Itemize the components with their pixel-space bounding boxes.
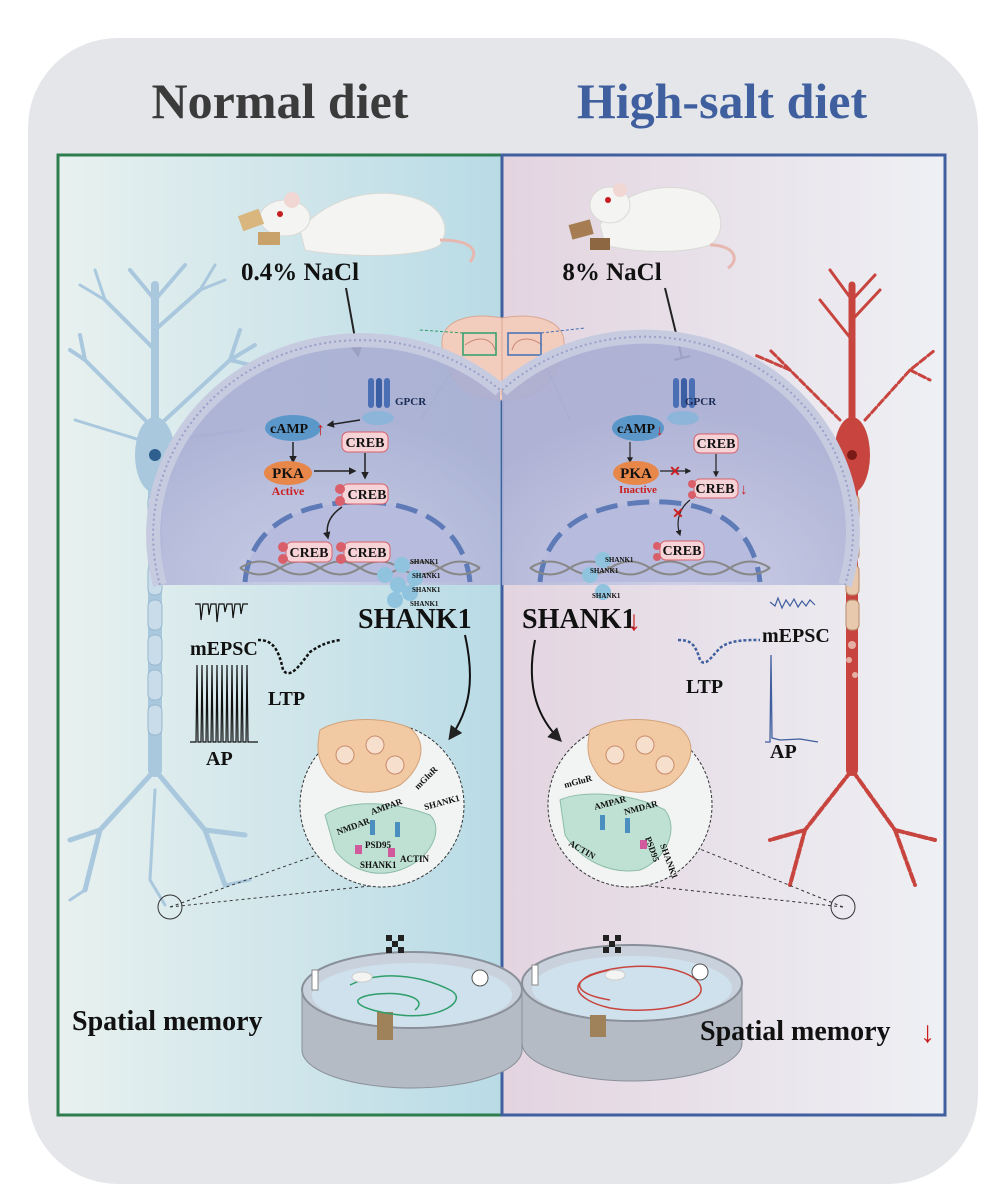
left-creb-dna-1-label: CREB: [290, 546, 329, 561]
right-camp-label: cAMP: [617, 422, 656, 437]
left-ltp-curve: [257, 638, 341, 675]
left-camp-label: cAMP: [270, 422, 309, 437]
right-creb-down-arrow: ↓: [740, 482, 748, 498]
left-synapse-zoom: [157, 719, 465, 920]
right-cell: [497, 329, 860, 588]
left-shank1-cluster: [377, 557, 423, 608]
left-actin-label: ACTIN: [400, 854, 430, 864]
right-synapse-zoom: [547, 719, 856, 920]
left-pka-label: PKA: [272, 466, 304, 482]
left-gpcr-label: GPCR: [395, 396, 427, 408]
normal-diet-title: Normal diet: [152, 73, 409, 129]
left-gpcr-receptor: [362, 378, 394, 425]
left-shank1-small-4: SHANK1: [410, 600, 439, 608]
right-ltp-label: LTP: [686, 676, 723, 698]
left-memory-label: Spatial memory: [72, 1006, 263, 1037]
right-memory-label: Spatial memory: [700, 1016, 891, 1047]
right-block-x-2: ✕: [672, 507, 684, 522]
left-mepsc-label: mEPSC: [190, 638, 258, 660]
right-mepsc-trace: [769, 596, 816, 610]
left-camp-up-arrow: ↑: [316, 419, 325, 439]
left-camp-node: [265, 415, 321, 441]
left-creb-dna-2-label: CREB: [348, 546, 387, 561]
left-pka-node: [264, 461, 312, 485]
left-ap-trace: [190, 664, 258, 743]
right-diet-label: 8% NaCl: [562, 259, 661, 286]
left-shank-to-synapse-arrow: [448, 634, 471, 741]
left-creb-phospho-label: CREB: [348, 488, 387, 503]
right-camp-node: [612, 415, 664, 441]
right-water-maze: [521, 935, 743, 1082]
right-creb-phospho-label: CREB: [696, 482, 735, 497]
left-psd95-label: PSD95: [365, 840, 392, 850]
left-ap-label: AP: [206, 748, 233, 770]
left-creb-cyto: [341, 431, 389, 453]
left-nucleus: [149, 449, 161, 461]
right-shank1-cluster: [582, 552, 611, 600]
right-creb-cyto: [693, 433, 739, 454]
left-creb-dna-2: [343, 541, 391, 563]
left-creb-dna-1: [285, 541, 333, 563]
left-ltp-label: LTP: [268, 688, 305, 710]
right-memory-down-arrow: ↓: [920, 1016, 935, 1049]
right-shank1-small-3: SHANK1: [592, 592, 621, 600]
left-water-maze: [301, 935, 523, 1089]
left-pka-state: Active: [272, 484, 305, 498]
high-salt-diet-title: High-salt diet: [577, 73, 868, 129]
right-shank1-small: SHANK1: [605, 556, 634, 564]
left-creb-cyto-label: CREB: [346, 436, 385, 451]
right-block-x-1: ✕: [669, 465, 681, 480]
right-creb-cyto-label: CREB: [697, 437, 736, 452]
right-creb-dna-label: CREB: [663, 544, 702, 559]
left-shank1-small-3: SHANK1: [412, 586, 441, 594]
right-pka-state: Inactive: [619, 484, 657, 496]
left-mepsc-trace: [195, 603, 248, 623]
left-rat: [237, 192, 476, 263]
right-creb-phospho: [693, 478, 739, 499]
right-creb-dna: [659, 540, 705, 561]
right-shank1-label: SHANK1: [522, 604, 636, 635]
right-camp-down-arrow: ↓: [656, 423, 664, 439]
left-shank1-small-2: SHANK1: [412, 572, 441, 580]
left-synapse-shank1-label-2: SHANK1: [360, 860, 397, 870]
right-ap-trace: [765, 654, 819, 743]
right-ap-label: AP: [770, 741, 797, 763]
right-myelin-fragments: [846, 641, 858, 678]
right-shank1-down-arrow: ↓: [627, 606, 641, 637]
left-shank1-small: SHANK1: [410, 558, 439, 566]
right-rat: [568, 183, 736, 270]
left-creb-phospho: [341, 483, 389, 505]
left-diet-label: 0.4% NaCl: [241, 259, 359, 286]
right-nucleus: [847, 450, 857, 460]
right-pka-label: PKA: [620, 466, 652, 482]
left-shank1-label: SHANK1: [358, 604, 472, 635]
right-gpcr-receptor: [667, 378, 699, 425]
right-shank-to-synapse-arrow: [530, 639, 562, 742]
right-mepsc-label: mEPSC: [762, 625, 830, 647]
right-shank1-small-2: SHANK1: [590, 567, 619, 575]
right-gpcr-label: GPCR: [685, 396, 717, 408]
right-pka-node: [613, 461, 659, 485]
